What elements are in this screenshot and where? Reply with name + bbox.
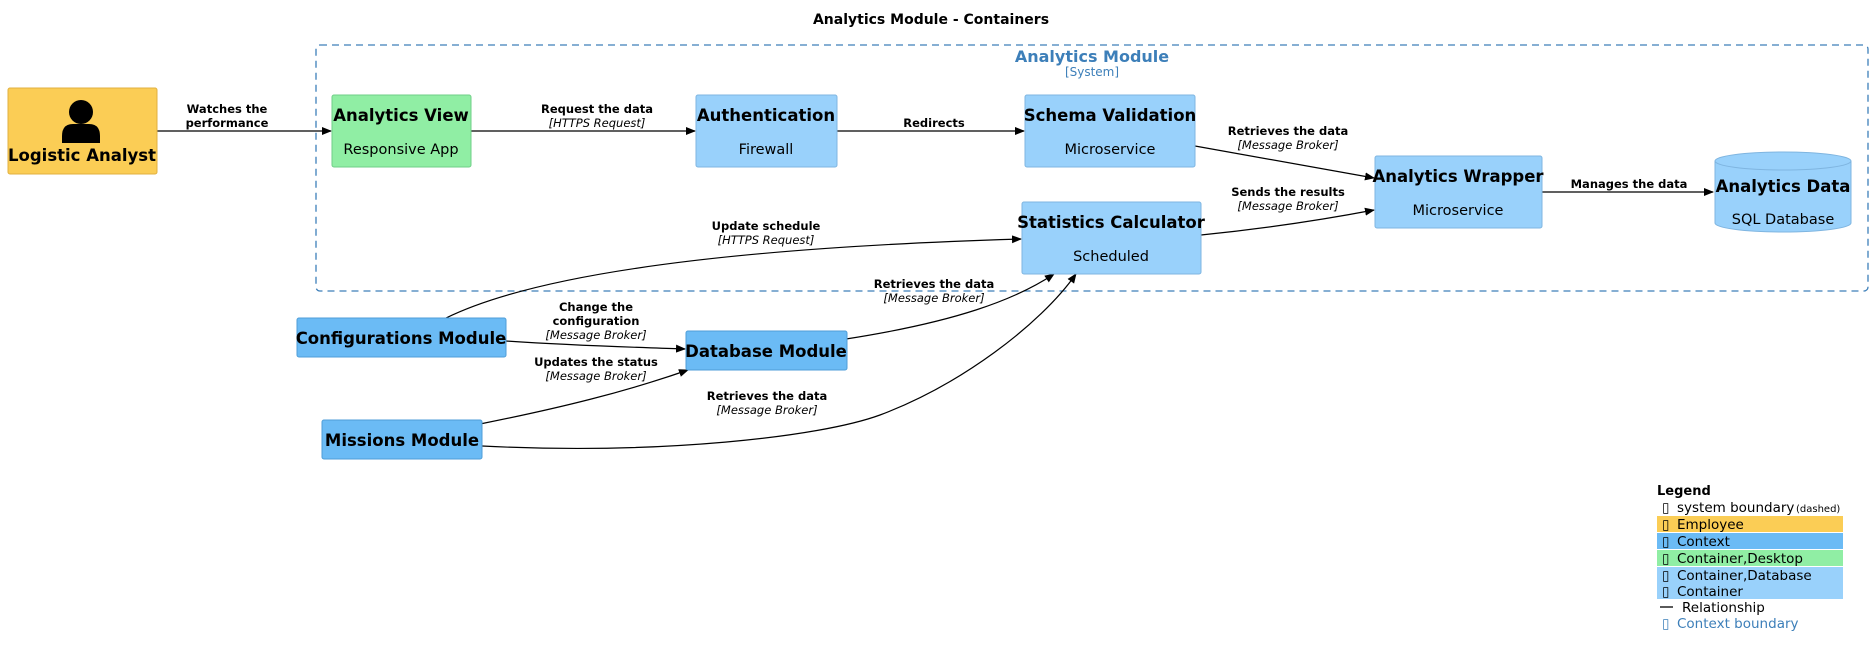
node-statistics-calculator-title: Statistics Calculator xyxy=(1017,213,1206,232)
node-analytics-view[interactable]: Analytics View Responsive App xyxy=(331,94,472,168)
edge-tech-sends-results: [Message Broker] xyxy=(1237,199,1338,213)
node-authentication-subtitle: Firewall xyxy=(739,142,794,158)
legend-container-desktop-icon: ▯ xyxy=(1662,551,1669,567)
legend-container-database-icon: ▯ xyxy=(1662,568,1669,584)
node-configurations-module-title: Configurations Module xyxy=(296,329,507,348)
edge-label-change-config-1: Change the xyxy=(559,300,633,314)
legend: Legend ▯ system boundary (dashed) ▯ Empl… xyxy=(1657,484,1843,632)
node-schema-validation[interactable]: Schema Validation Microservice xyxy=(1024,94,1197,168)
legend-context-boundary-label: Context boundary xyxy=(1677,616,1799,632)
node-analytics-data[interactable]: Analytics Data SQL Database xyxy=(1714,151,1852,233)
person-icon xyxy=(62,100,100,143)
edge-label-sends-results: Sends the results xyxy=(1231,185,1345,199)
edge-label-db-retrieves: Retrieves the data xyxy=(874,277,994,291)
legend-context-label: Context xyxy=(1677,534,1730,550)
legend-system-boundary-icon: ▯ xyxy=(1662,500,1669,516)
edge-change-config xyxy=(505,340,686,353)
legend-context-boundary-icon: ▯ xyxy=(1662,616,1669,632)
legend-context-icon: ▯ xyxy=(1662,534,1669,550)
edge-label-missions-retrieves: Retrieves the data xyxy=(707,389,827,403)
edge-label-update-schedule: Update schedule xyxy=(712,219,821,233)
edge-label-redirects: Redirects xyxy=(903,116,965,130)
node-logistic-analyst-title: Logistic Analyst xyxy=(8,146,156,165)
edge-update-schedule xyxy=(445,235,1022,319)
legend-employee-swatch xyxy=(1657,516,1843,532)
node-statistics-calculator-subtitle: Scheduled xyxy=(1073,249,1149,265)
legend-container-label: Container xyxy=(1677,584,1743,600)
legend-container-database-swatch xyxy=(1657,567,1843,583)
node-authentication-box xyxy=(695,94,838,168)
legend-container-database-label: Container,Database xyxy=(1677,568,1812,584)
edge-label-watches-2: performance xyxy=(186,116,269,130)
legend-relationship-label: Relationship xyxy=(1682,600,1765,616)
node-authentication[interactable]: Authentication Firewall xyxy=(695,94,838,168)
node-analytics-view-subtitle: Responsive App xyxy=(343,142,458,158)
node-configurations-module[interactable]: Configurations Module xyxy=(296,317,507,358)
legend-context-swatch xyxy=(1657,533,1843,549)
node-analytics-view-title: Analytics View xyxy=(333,106,469,125)
edge-tech-missions-retrieves: [Message Broker] xyxy=(716,403,817,417)
relationships xyxy=(157,127,1714,449)
legend-container-icon: ▯ xyxy=(1662,584,1669,600)
edge-sends-results xyxy=(1200,207,1375,236)
edge-tech-change-config: [Message Broker] xyxy=(545,328,646,342)
edge-label-manages: Manages the data xyxy=(1571,177,1688,191)
edge-label-schema-retrieves: Retrieves the data xyxy=(1228,124,1348,138)
node-statistics-calculator[interactable]: Statistics Calculator Scheduled xyxy=(1017,201,1206,275)
node-analytics-wrapper[interactable]: Analytics Wrapper Microservice xyxy=(1372,155,1544,229)
edge-tech-request-data: [HTTPS Request] xyxy=(549,116,646,130)
legend-employee-label: Employee xyxy=(1677,517,1744,533)
edge-tech-db-retrieves: [Message Broker] xyxy=(883,291,984,305)
edge-label-change-config-2: configuration xyxy=(553,314,640,328)
node-database-module-title: Database Module xyxy=(685,342,847,361)
system-boundary xyxy=(315,44,1869,292)
node-analytics-wrapper-box xyxy=(1374,155,1543,229)
node-analytics-wrapper-subtitle: Microservice xyxy=(1413,203,1504,219)
node-database-module[interactable]: Database Module xyxy=(685,330,848,371)
database-cylinder-body xyxy=(1714,161,1852,233)
node-missions-module-box xyxy=(321,419,483,460)
node-configurations-module-box xyxy=(296,317,507,358)
node-analytics-data-subtitle: SQL Database xyxy=(1732,212,1835,228)
edge-tech-updates-status: [Message Broker] xyxy=(545,369,646,383)
edge-label-watches-1: Watches the xyxy=(187,102,268,116)
node-logistic-analyst[interactable]: Logistic Analyst xyxy=(7,87,158,175)
node-missions-module-title: Missions Module xyxy=(325,431,479,450)
edge-schema-retrieves xyxy=(1194,145,1375,181)
node-authentication-title: Authentication xyxy=(697,106,835,125)
node-database-module-box xyxy=(685,330,848,371)
node-analytics-view-box xyxy=(331,94,472,168)
legend-container-swatch xyxy=(1657,583,1843,599)
node-statistics-calculator-box xyxy=(1021,201,1202,275)
node-missions-module[interactable]: Missions Module xyxy=(321,419,483,460)
legend-employee-icon: ▯ xyxy=(1662,517,1669,533)
edge-label-request-data: Request the data xyxy=(541,102,653,116)
system-boundary-subtitle: [System] xyxy=(1065,65,1119,79)
node-schema-validation-subtitle: Microservice xyxy=(1065,142,1156,158)
legend-container-desktop-swatch xyxy=(1657,550,1843,566)
node-schema-validation-box xyxy=(1024,94,1196,168)
legend-container-desktop-label: Container,Desktop xyxy=(1677,551,1803,567)
edge-tech-update-schedule: [HTTPS Request] xyxy=(718,233,815,247)
edge-db-retrieves xyxy=(845,273,1055,340)
diagram-title: Analytics Module - Containers xyxy=(813,12,1049,28)
node-analytics-wrapper-title: Analytics Wrapper xyxy=(1372,167,1544,186)
edge-missions-retrieves xyxy=(481,273,1077,449)
system-boundary-title: Analytics Module xyxy=(1015,47,1169,66)
edge-updates-status xyxy=(479,369,689,425)
node-schema-validation-title: Schema Validation xyxy=(1024,106,1197,125)
legend-system-boundary-label: system boundary xyxy=(1677,500,1794,516)
legend-title: Legend xyxy=(1657,484,1711,499)
legend-system-boundary-note: (dashed) xyxy=(1796,504,1840,515)
database-cylinder-top xyxy=(1714,151,1852,171)
relationship-labels: Watches the performance Request the data… xyxy=(186,102,1688,417)
edge-tech-schema-retrieves: [Message Broker] xyxy=(1237,138,1338,152)
node-analytics-data-title: Analytics Data xyxy=(1716,177,1851,196)
edge-label-updates-status: Updates the status xyxy=(534,355,658,369)
